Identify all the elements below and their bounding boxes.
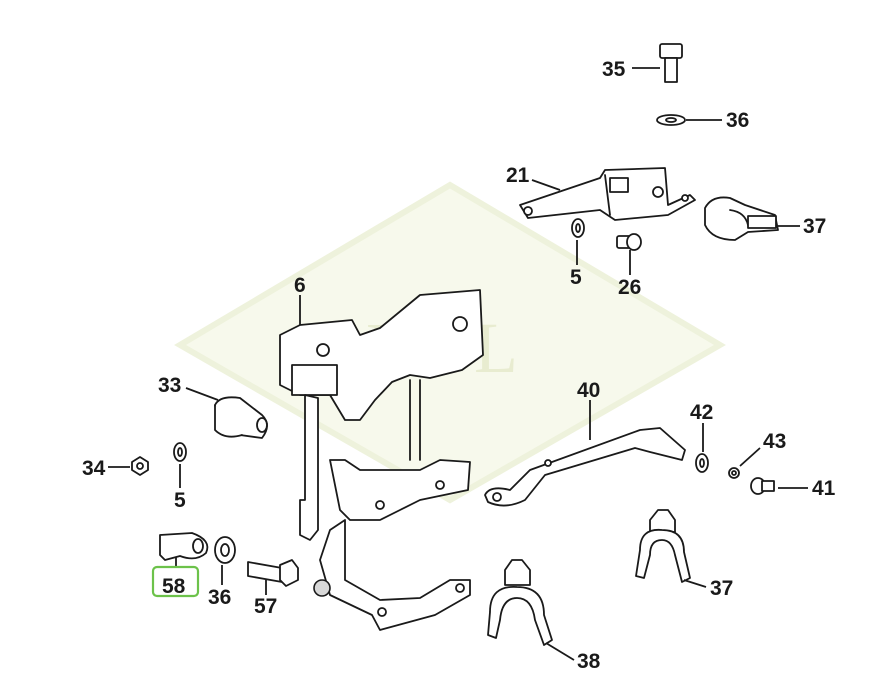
part-42-washer[interactable]: [695, 453, 709, 473]
callout-26[interactable]: 26: [618, 276, 641, 299]
part-5-washer-left[interactable]: [173, 442, 187, 462]
callout-6[interactable]: 6: [294, 274, 306, 297]
callout-37-top[interactable]: 37: [803, 215, 826, 238]
callout-36-bottom[interactable]: 36: [208, 586, 231, 609]
callout-58[interactable]: 58: [162, 575, 186, 598]
part-37-clip-bottom[interactable]: [635, 509, 691, 583]
part-36-washer-bottom[interactable]: [214, 536, 236, 564]
callout-35[interactable]: 35: [602, 58, 626, 81]
callout-41[interactable]: 41: [812, 477, 836, 500]
callout-5-top[interactable]: 5: [570, 266, 582, 289]
callout-5-left[interactable]: 5: [174, 489, 186, 512]
callout-labels: 35 36 21 37 5 26 6 33 40 42 43 34 5 41 3…: [82, 58, 836, 673]
callout-38[interactable]: 38: [577, 650, 601, 673]
part-38-clip[interactable]: [487, 559, 553, 646]
part-6-main-plate[interactable]: [279, 289, 484, 631]
part-35-bolt[interactable]: [659, 43, 683, 83]
callout-42[interactable]: 42: [690, 401, 713, 424]
highlight-box-58: [151, 565, 200, 598]
callout-34[interactable]: 34: [82, 457, 106, 480]
part-41-screw[interactable]: [750, 477, 775, 495]
part-43-star-washer[interactable]: [728, 467, 740, 479]
part-26-screw[interactable]: [616, 233, 642, 251]
callout-43[interactable]: 43: [763, 430, 786, 453]
callout-57[interactable]: 57: [254, 595, 277, 618]
callout-36-top[interactable]: 36: [726, 109, 749, 132]
leader-lines: [108, 67, 808, 661]
part-58-cable-lug[interactable]: [159, 532, 209, 561]
part-57-bolt[interactable]: [247, 559, 299, 587]
callout-33[interactable]: 33: [158, 374, 181, 397]
part-37-clip-top[interactable]: [704, 196, 779, 241]
part-40-rod-bracket[interactable]: [484, 427, 686, 507]
part-34-nut[interactable]: [131, 456, 149, 476]
callout-37-bottom[interactable]: 37: [710, 577, 733, 600]
part-21-bracket[interactable]: [519, 167, 696, 221]
part-33-clamp[interactable]: [214, 396, 268, 439]
part-5-washer-top[interactable]: [571, 218, 585, 238]
callout-40[interactable]: 40: [577, 379, 600, 402]
callout-21[interactable]: 21: [506, 164, 530, 187]
part-36-washer-top[interactable]: [656, 114, 686, 126]
